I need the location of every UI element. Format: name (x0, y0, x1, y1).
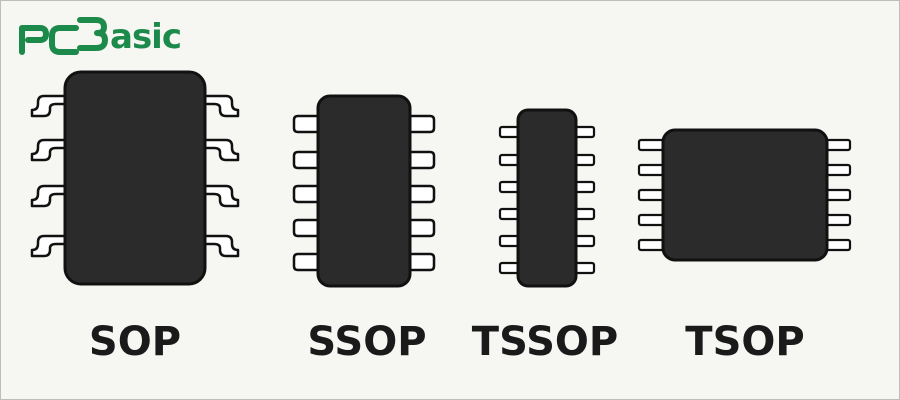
tsop-package (637, 128, 852, 262)
ssop-lead (292, 218, 324, 238)
tsop-body (661, 128, 829, 262)
ssop-body (316, 94, 412, 288)
sop-lead (200, 184, 240, 208)
ssop-lead (406, 184, 436, 204)
label-tsop: TSOP (685, 319, 805, 365)
label-tssop: TSSOP (471, 319, 619, 365)
logo-basic-mark-icon: asic (77, 17, 182, 57)
ssop-left-leads (292, 114, 324, 272)
sop-lead (30, 184, 70, 208)
ssop-lead (292, 184, 324, 204)
sop-package (30, 70, 240, 286)
ssop-lead (406, 150, 436, 170)
ssop-lead (406, 252, 436, 272)
sop-lead (200, 234, 240, 258)
svg-text:asic: asic (110, 17, 181, 56)
ssop-lead (292, 150, 324, 170)
tssop-body (516, 108, 578, 288)
label-sop: SOP (88, 319, 182, 365)
sop-left-leads (30, 94, 70, 258)
sop-lead (200, 94, 240, 118)
ssop-lead (292, 252, 324, 272)
sop-lead (30, 94, 70, 118)
sop-lead (30, 138, 70, 162)
sop-lead (200, 138, 240, 162)
tssop-package (498, 108, 596, 288)
ssop-lead (406, 218, 436, 238)
sop-body (63, 70, 207, 286)
sop-right-leads (200, 94, 240, 258)
ssop-right-leads (406, 114, 436, 272)
label-ssop: SSOP (307, 319, 427, 365)
pcbasic-logo: asic (18, 17, 240, 60)
ssop-lead (292, 114, 324, 134)
ssop-package (292, 94, 436, 288)
logo-wordmark: asic (76, 12, 242, 64)
logo-pc-mark-icon (19, 25, 79, 55)
sop-lead (30, 234, 70, 258)
ssop-lead (406, 114, 436, 134)
